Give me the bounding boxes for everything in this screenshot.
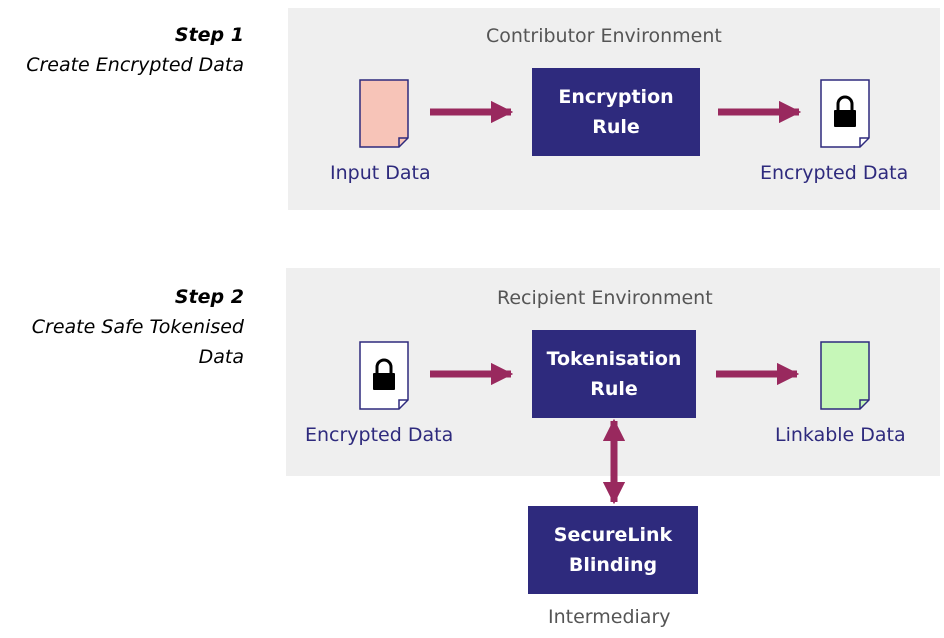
lock-icon bbox=[373, 358, 395, 390]
recipient-environment-title: Recipient Environment bbox=[497, 287, 713, 309]
tokenisation-rule-box: Tokenisation Rule bbox=[532, 330, 696, 418]
step-2-description-line-2: Data bbox=[198, 346, 244, 368]
securelink-blinding-line-1: SecureLink bbox=[553, 524, 673, 546]
input-data-document-icon bbox=[359, 79, 409, 148]
step-1-description: Create Encrypted Data bbox=[26, 54, 244, 76]
tokenisation-rule-line-1: Tokenisation bbox=[546, 348, 682, 370]
securelink-blinding-box: SecureLink Blinding bbox=[528, 506, 698, 594]
input-data-label: Input Data bbox=[330, 162, 431, 184]
intermediary-label: Intermediary bbox=[548, 606, 671, 628]
step-2-description-line-1: Create Safe Tokenised bbox=[31, 316, 244, 338]
encrypted-data-input-label: Encrypted Data bbox=[305, 424, 454, 446]
encryption-rule-line-2: Rule bbox=[592, 116, 640, 138]
linkable-data-label: Linkable Data bbox=[775, 424, 906, 446]
encryption-rule-box: Encryption Rule bbox=[532, 68, 700, 156]
contributor-environment-title: Contributor Environment bbox=[486, 25, 722, 47]
encryption-rule-line-1: Encryption bbox=[558, 86, 674, 108]
tokenisation-rule-line-2: Rule bbox=[590, 378, 638, 400]
step-1-label: Step 1 Create Encrypted Data bbox=[26, 20, 244, 80]
step-2-title: Step 2 bbox=[174, 286, 244, 308]
encrypted-data-output-label: Encrypted Data bbox=[760, 162, 909, 184]
securelink-blinding-line-2: Blinding bbox=[568, 554, 658, 576]
lock-icon bbox=[834, 95, 856, 127]
step-1-title: Step 1 bbox=[174, 24, 244, 46]
linkable-data-document-icon bbox=[820, 341, 870, 410]
step-2-label: Step 2 Create Safe Tokenised Data bbox=[32, 282, 244, 372]
